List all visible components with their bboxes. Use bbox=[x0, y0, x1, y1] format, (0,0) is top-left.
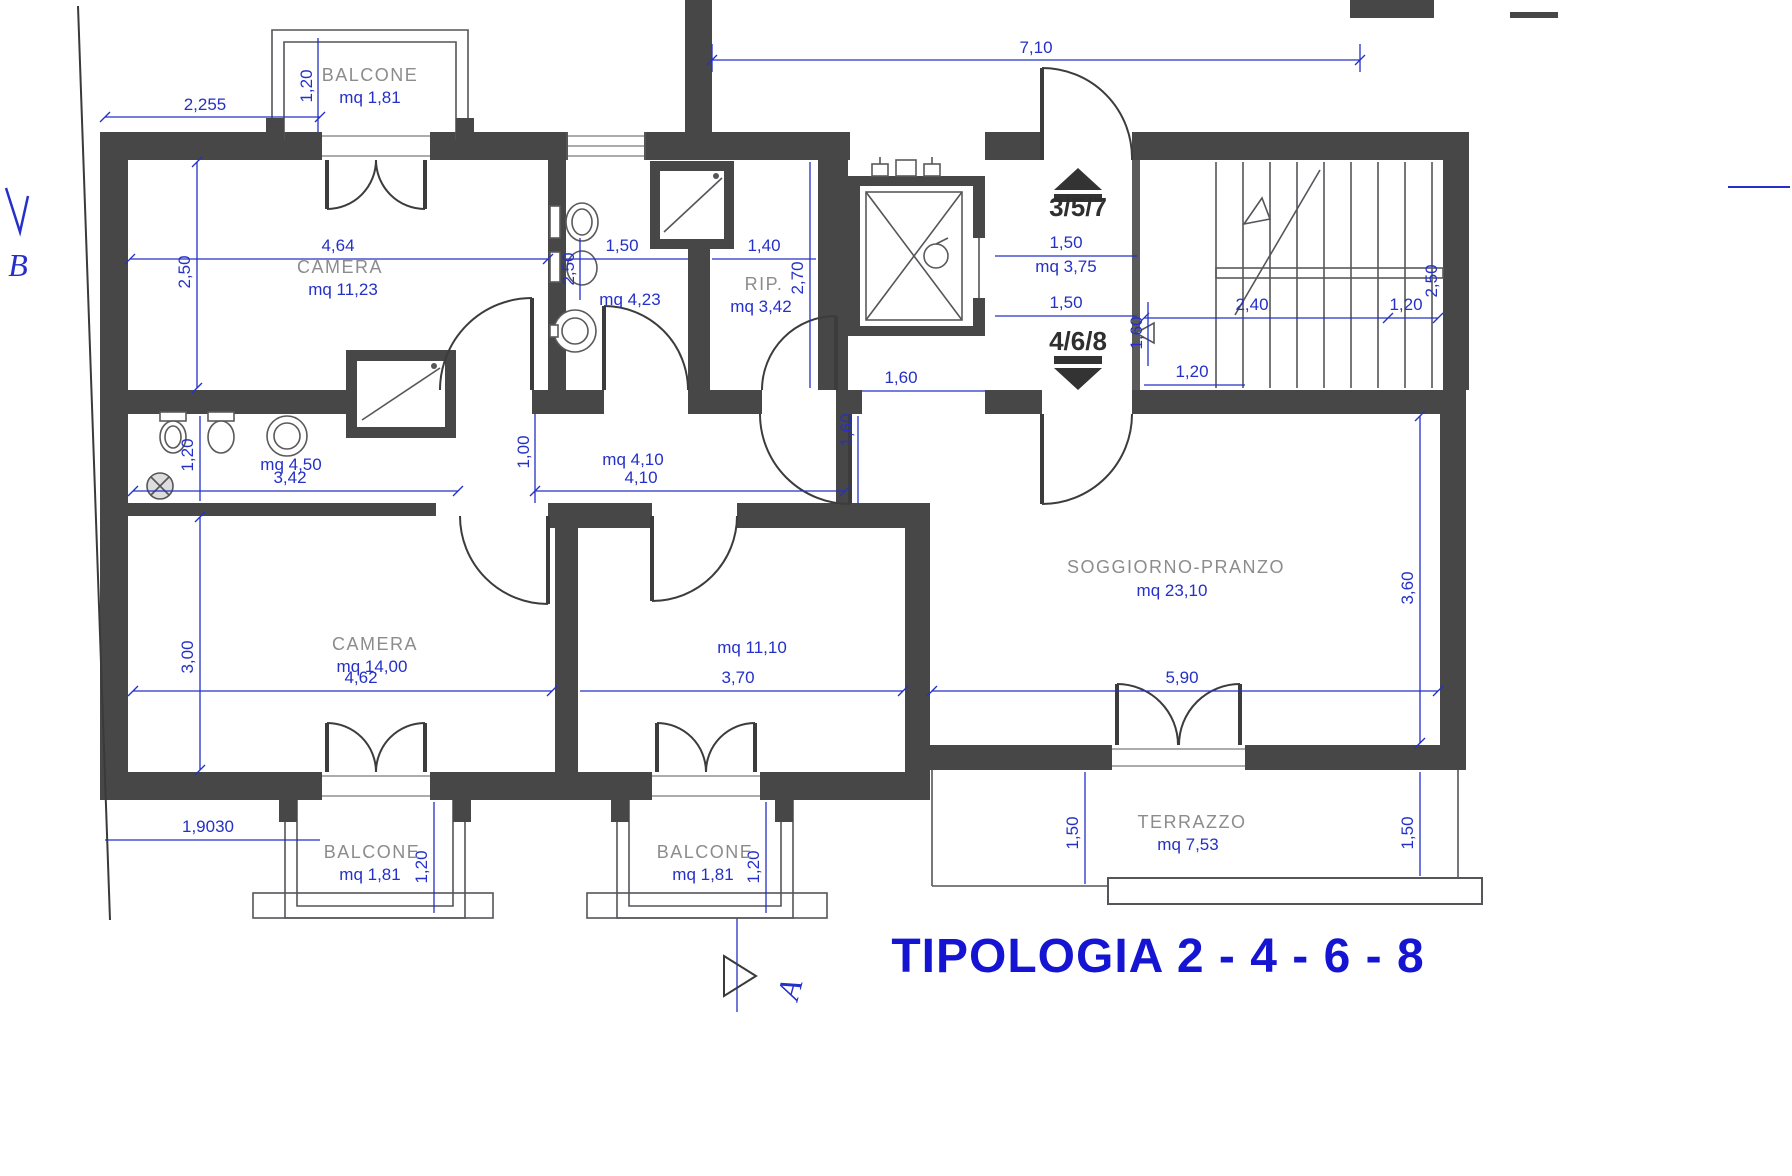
balconies-layer bbox=[252, 29, 1483, 919]
dim-stair-right: 1,20 bbox=[1389, 295, 1422, 314]
area-rip: mq 3,42 bbox=[730, 297, 791, 316]
fixtures-layer bbox=[146, 161, 734, 500]
dim-rip-width: 1,40 bbox=[747, 236, 780, 255]
unit-arrows-layer bbox=[1054, 168, 1102, 390]
area-bagno-top: mq 4,23 bbox=[599, 290, 660, 309]
dim-camera-top-height: 2,50 bbox=[175, 255, 194, 288]
room-balcone-top: BALCONE bbox=[322, 65, 419, 85]
section-b-arrow-icon bbox=[4, 187, 30, 237]
dim-top-width: 7,10 bbox=[1019, 38, 1052, 57]
labels-layer: 7,10 2,255 1,20 4,64 2,50 1,50 2,50 1,40… bbox=[8, 38, 1441, 1005]
area-balcone-bm: mq 1,81 bbox=[672, 865, 733, 884]
page-title: TIPOLOGIA 2 - 4 - 6 - 8 bbox=[891, 930, 1424, 983]
area-terrazzo: mq 7,53 bbox=[1157, 835, 1218, 854]
dimension-lines-layer bbox=[99, 38, 1444, 913]
room-camera-top: CAMERA bbox=[297, 257, 383, 277]
dim-bath-left-depth: 1,20 bbox=[178, 438, 197, 471]
dim-balcony-bl-depth: 1,20 bbox=[412, 850, 431, 883]
dim-camera-top-width: 4,64 bbox=[321, 236, 354, 255]
room-terrazzo: TERRAZZO bbox=[1138, 812, 1247, 832]
dim-balcony-top-depth: 1,20 bbox=[297, 69, 316, 102]
dim-landing-b: 1,50 bbox=[1049, 293, 1082, 312]
area-balcone-bl: mq 1,81 bbox=[339, 865, 400, 884]
room-balcone-bl: BALCONE bbox=[324, 842, 421, 862]
dim-camera-bottom-width: 4,62 bbox=[344, 668, 377, 687]
sink-icon bbox=[553, 309, 597, 353]
dim-bath-top-width: 1,50 bbox=[605, 236, 638, 255]
section-a-label: A bbox=[769, 975, 809, 1006]
down-arrow-icon bbox=[1054, 368, 1102, 390]
room-balcone-bm: BALCONE bbox=[657, 842, 754, 862]
dim-corridor-depth: 1,00 bbox=[514, 435, 533, 468]
wc2-icon bbox=[159, 411, 187, 422]
dim-hall-depth: 1,60 bbox=[837, 413, 856, 446]
elevator-layer bbox=[865, 157, 987, 321]
area-camera-top: mq 11,23 bbox=[308, 280, 378, 299]
dim-balcony-bl-offset: 1,9030 bbox=[182, 817, 234, 836]
dim-soggiorno-width: 5,90 bbox=[1165, 668, 1198, 687]
area-camera-bottom: mq 14,00 bbox=[337, 657, 408, 676]
area-bagno-left: mq 4,50 bbox=[260, 455, 321, 474]
sink2-icon bbox=[266, 415, 308, 457]
up-arrow-icon bbox=[1054, 168, 1102, 190]
dim-terrace-left: 1,50 bbox=[1063, 816, 1082, 849]
dim-stair-bottom: 1,20 bbox=[1175, 362, 1208, 381]
dim-rip-height: 2,70 bbox=[788, 261, 807, 294]
dim-stair-height: 2,50 bbox=[1422, 264, 1441, 297]
dim-terrace-right: 1,50 bbox=[1398, 816, 1417, 849]
dim-stair-landing: 1,60 bbox=[1127, 316, 1146, 349]
doors-layer bbox=[325, 67, 1242, 773]
room-soggiorno: SOGGIORNO-PRANZO bbox=[1067, 557, 1285, 577]
section-b-label: B bbox=[8, 247, 28, 283]
area-balcone-top: mq 1,81 bbox=[339, 88, 400, 107]
windows-layer bbox=[322, 132, 1245, 797]
wc-icon bbox=[549, 205, 561, 239]
area-soggiorno: mq 23,10 bbox=[1137, 581, 1208, 600]
room-camera-bottom: CAMERA bbox=[332, 634, 418, 654]
stair-direction-arrow-icon bbox=[1242, 196, 1272, 226]
dim-landing-a: 1,50 bbox=[1049, 233, 1082, 252]
dim-soggiorno-height: 3,60 bbox=[1398, 571, 1417, 604]
dim-camera-bottom-height: 3,00 bbox=[178, 640, 197, 673]
dim-hall-width: 1,60 bbox=[884, 368, 917, 387]
area-camera-mid: mq 11,10 bbox=[717, 638, 787, 657]
dim-bath-top-height: 2,50 bbox=[559, 252, 578, 285]
section-a-arrow-icon bbox=[723, 954, 758, 998]
dim-room-mid-width: 3,70 bbox=[721, 668, 754, 687]
area-landing: mq 3,75 bbox=[1035, 257, 1096, 276]
dim-stair-width: 2,40 bbox=[1235, 295, 1268, 314]
dim-left-offset: 2,255 bbox=[184, 95, 227, 114]
section-line-layer bbox=[4, 5, 1790, 1012]
dim-corridor-width: 4,10 bbox=[624, 468, 657, 487]
stairs-layer bbox=[1134, 162, 1444, 388]
dim-balcony-bm-depth: 1,20 bbox=[744, 850, 763, 883]
dim-bath-left-width: 3,42 bbox=[273, 468, 306, 487]
unit-upper-label: 3/5/7 bbox=[1049, 192, 1107, 222]
bidet2-icon bbox=[207, 411, 235, 422]
bidet-icon bbox=[549, 251, 561, 283]
stair-direction-arrow2-icon bbox=[1134, 321, 1155, 345]
room-rip: RIP. bbox=[745, 274, 784, 294]
area-disimpegno: mq 4,10 bbox=[602, 450, 663, 469]
elevator-symbol-icon bbox=[923, 243, 949, 269]
walls-layer bbox=[100, 0, 1558, 800]
unit-lower-label: 4/6/8 bbox=[1049, 326, 1107, 356]
